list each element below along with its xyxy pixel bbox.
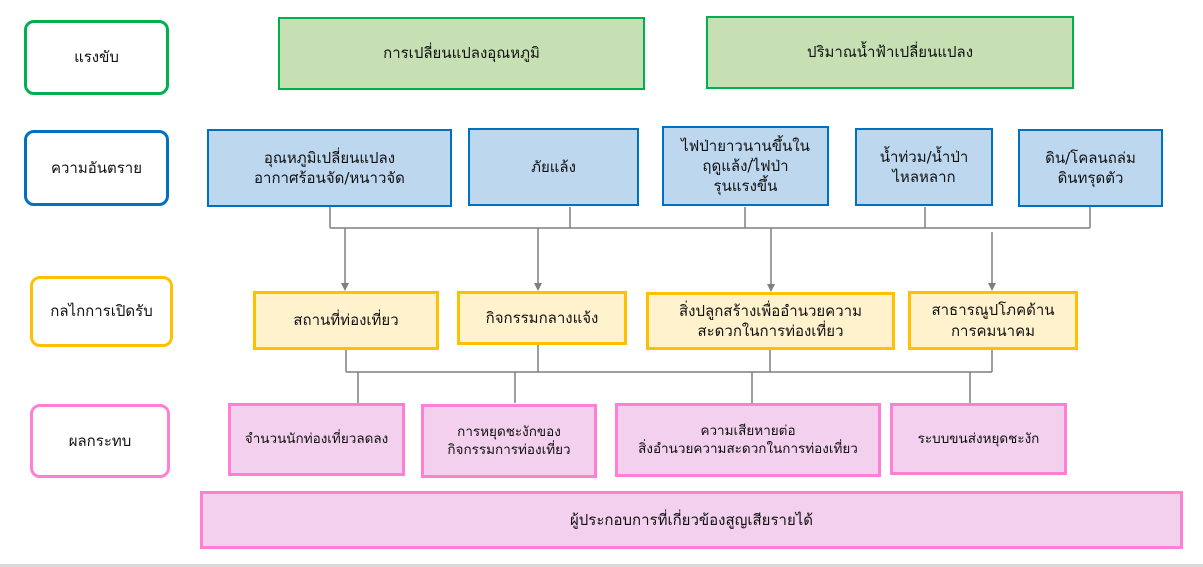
impact-operator-income-loss: ผู้ประกอบการที่เกี่ยวข้องสูญเสียรายได้ xyxy=(200,491,1183,549)
impact-fewer-tourists: จำนวนนักท่องเที่ยวลดลง xyxy=(228,403,405,476)
row-label-exposure: กลไกการเปิดรับ xyxy=(30,276,173,347)
exposure-transport-infrastructure: สาธารณูปโภคด้าน การคมนาคม xyxy=(908,291,1078,350)
row-label-driver: แรงขับ xyxy=(24,20,169,95)
impact-facility-damage: ความเสียหายต่อ สิ่งอำนวยความสะดวกในการท่… xyxy=(615,403,881,477)
hazard-temperature-extremes: อุณหภูมิเปลี่ยนแปลง อากาศร้อนจัด/หนาวจัด xyxy=(207,129,452,207)
row-label-impact: ผลกระทบ xyxy=(30,404,170,478)
row-label-hazard: ความอันตราย xyxy=(24,130,169,206)
impact-transport-disruption: ระบบขนส่งหยุดชะงัก xyxy=(890,403,1067,475)
hazard-flood: น้ำท่วม/น้ำป่า ไหลหลาก xyxy=(855,128,993,206)
exposure-outdoor-activities: กิจกรรมกลางแจ้ง xyxy=(457,291,627,345)
exposure-tourist-sites: สถานที่ท่องเที่ยว xyxy=(253,291,439,350)
bottom-divider xyxy=(0,564,1203,567)
impact-activity-disruption: การหยุดชะงักของ กิจกรรมการท่องเที่ยว xyxy=(421,404,597,478)
driver-precipitation-change: ปริมาณน้ำฟ้าเปลี่ยนแปลง xyxy=(706,16,1074,89)
hazard-landslide: ดิน/โคลนถล่ม ดินทรุดตัว xyxy=(1018,129,1163,207)
driver-temperature-change: การเปลี่ยนแปลงอุณหภูมิ xyxy=(278,17,645,90)
exposure-tourism-facilities: สิ่งปลูกสร้างเพื่ออำนวยความ สะดวกในการท่… xyxy=(646,292,895,350)
hazard-drought: ภัยแล้ง xyxy=(468,128,639,206)
hazard-wildfire: ไฟป่ายาวนานขึ้นใน ฤดูแล้ง/ไฟป่า รุนแรงขึ… xyxy=(662,126,829,206)
